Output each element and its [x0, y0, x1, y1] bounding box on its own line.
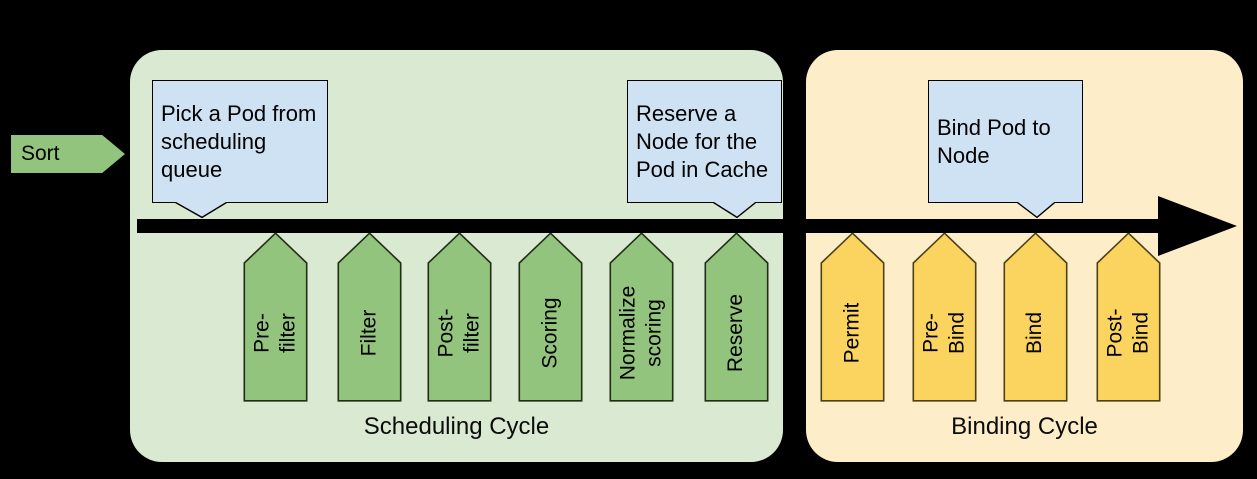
up-arrow-icon: [609, 232, 674, 402]
up-arrow-icon: [427, 232, 492, 402]
up-arrow-icon: [518, 232, 583, 402]
step-post-bind: Post-Bind: [1096, 232, 1161, 402]
step-label: Scoring: [538, 296, 562, 369]
step-label: Pre-filter: [250, 312, 300, 353]
step-reserve: Reserve: [704, 232, 769, 402]
step-bind: Bind: [1003, 232, 1068, 402]
callout-tail-icon: [712, 201, 757, 218]
up-arrow-icon: [912, 232, 977, 402]
up-arrow-icon: [704, 232, 769, 402]
step-permit: Permit: [820, 232, 885, 402]
callout-pick-pod-text: Pick a Pod from scheduling queue: [161, 100, 317, 182]
callout-tail-icon: [1016, 201, 1056, 218]
step-scoring: Scoring: [518, 232, 583, 402]
binding-cycle-title: Binding Cycle: [951, 413, 1098, 440]
step-post-filter: Post-filter: [427, 232, 492, 402]
up-arrow-icon: [820, 232, 885, 402]
sort-step-label: Sort: [21, 142, 60, 165]
step-normalize-scoring: Normalize scoring: [609, 232, 674, 402]
scheduling-cycle-title: Scheduling Cycle: [363, 413, 550, 440]
step-pre-bind: Pre-Bind: [912, 232, 977, 402]
step-label: Post-filter: [434, 308, 484, 358]
step-label: Post-Bind: [1103, 308, 1153, 358]
callout-bind-pod-text: Bind Pod to Node: [937, 114, 1051, 168]
up-arrow-icon: [1003, 232, 1068, 402]
step-label: Permit: [840, 302, 864, 363]
callout-tail-icon: [174, 201, 228, 218]
up-arrow-icon: [243, 232, 308, 402]
step-label: Bind: [1023, 311, 1047, 354]
up-arrow-icon: [337, 232, 402, 402]
up-arrow-icon: [1096, 232, 1161, 402]
callout-reserve-node-text: Reserve a Node for the Pod in Cache: [636, 100, 769, 182]
step-pre-filter: Pre-filter: [243, 232, 308, 402]
step-filter: Filter: [337, 232, 402, 402]
step-label: Pre-Bind: [919, 311, 969, 354]
sort-step-arrow: Sort: [11, 135, 125, 173]
step-label: Filter: [357, 309, 381, 356]
callout-bind-pod: Bind Pod to Node: [928, 80, 1083, 203]
step-label: Normalize scoring: [616, 285, 666, 380]
step-label: Reserve: [724, 293, 748, 372]
callout-pick-pod: Pick a Pod from scheduling queue: [152, 80, 328, 203]
callout-reserve-node: Reserve a Node for the Pod in Cache: [627, 80, 782, 203]
